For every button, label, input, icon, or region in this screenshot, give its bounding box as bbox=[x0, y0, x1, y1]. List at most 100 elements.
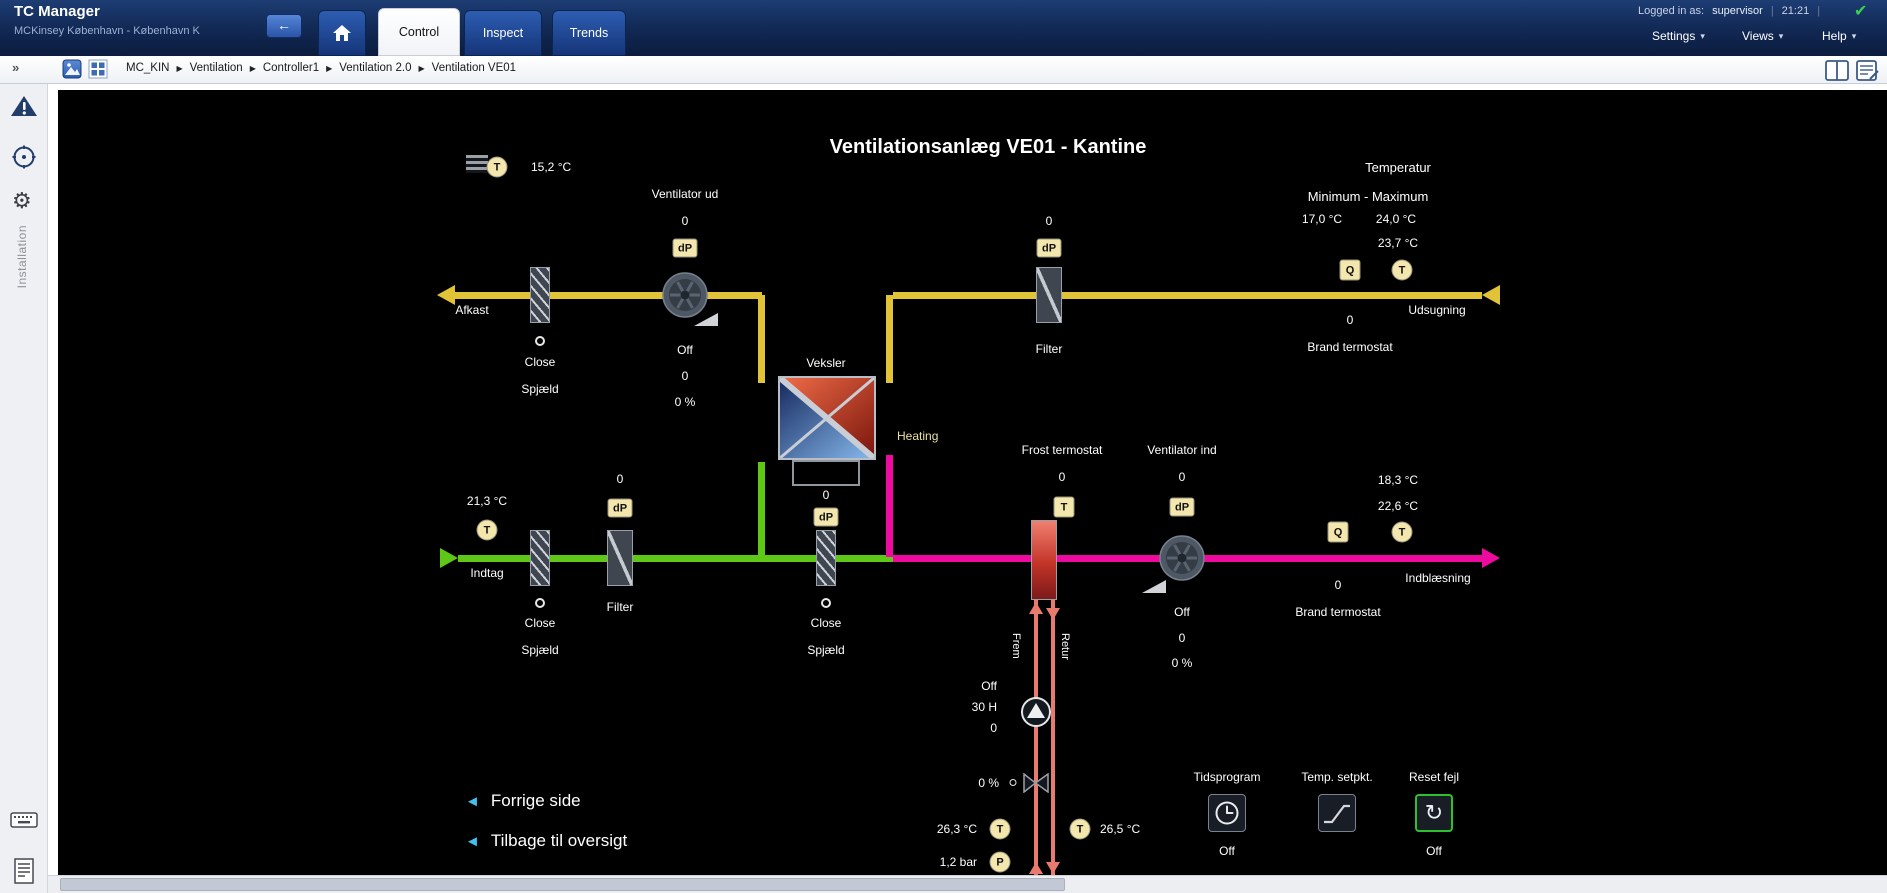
fire-thermostat-top-value: 0 bbox=[1346, 313, 1354, 327]
menu-views[interactable]: Views▾ bbox=[1742, 29, 1783, 43]
settings-gear-icon[interactable]: ⚙ bbox=[12, 188, 32, 213]
dp-badge: dP bbox=[813, 507, 839, 527]
grid-view-icon[interactable] bbox=[88, 59, 108, 79]
installation-label[interactable]: Installation bbox=[15, 225, 29, 289]
menu-settings[interactable]: Settings ▾ bbox=[1652, 29, 1705, 43]
menu-label: Settings bbox=[1652, 29, 1696, 43]
exhaust-duct bbox=[758, 295, 765, 383]
fan-out-percent: 0 % bbox=[674, 395, 696, 409]
breadcrumb-item[interactable]: Ventilation VE01 bbox=[431, 62, 517, 74]
breadcrumb-item[interactable]: Ventilation 2.0 bbox=[339, 62, 412, 74]
tab-trends[interactable]: Trends bbox=[552, 10, 626, 56]
filter-in-dp-value: 0 bbox=[616, 472, 624, 486]
outdoor-wall-icon bbox=[466, 155, 488, 173]
heating-coil bbox=[1031, 520, 1057, 600]
intake-arrow bbox=[440, 548, 458, 568]
menu-help[interactable]: Help▾ bbox=[1822, 29, 1856, 43]
fan-out-status: Off bbox=[677, 343, 693, 357]
exhaust-duct bbox=[893, 292, 1482, 299]
login-status: Logged in as: supervisor | 21:21 | bbox=[1638, 5, 1820, 17]
caret-down-icon: ▾ bbox=[1700, 30, 1705, 41]
back-to-overview-link[interactable]: ◄ Tilbage til oversigt bbox=[465, 831, 627, 851]
scrollbar-thumb[interactable] bbox=[60, 878, 1065, 891]
heating-return-temp: 26,5 °C bbox=[1100, 822, 1141, 836]
flow-up-arrow bbox=[1029, 862, 1043, 874]
t-badge: T bbox=[476, 519, 498, 541]
temp-setpoint-label: Temp. setpkt. bbox=[1301, 770, 1373, 784]
damper-status: Close bbox=[524, 616, 556, 630]
breadcrumb-item[interactable]: Ventilation bbox=[189, 62, 243, 74]
home-button[interactable] bbox=[318, 10, 366, 56]
breadcrumb-separator-icon: ▶ bbox=[418, 63, 425, 73]
fire-thermostat-top-label: Brand termostat bbox=[1307, 340, 1393, 354]
app-header: TC Manager MCKinsey København - Københav… bbox=[0, 0, 1887, 56]
status-check-icon: ✔ bbox=[1854, 3, 1868, 20]
tab-inspect[interactable]: Inspect bbox=[464, 10, 542, 56]
caret-down-icon: ▾ bbox=[1778, 30, 1784, 41]
divider: | bbox=[1817, 5, 1821, 17]
menu-label: Help bbox=[1822, 29, 1847, 43]
link-arrow-icon: ◄ bbox=[465, 792, 480, 810]
t-badge: T bbox=[1391, 259, 1413, 281]
keyboard-icon[interactable] bbox=[10, 812, 38, 833]
report-view-icon[interactable] bbox=[1854, 59, 1880, 82]
temperature-panel-title: Temperatur bbox=[1365, 160, 1431, 175]
back-arrow-icon: ← bbox=[277, 17, 291, 33]
tab-label: Control bbox=[398, 25, 440, 39]
exhaust-duct bbox=[886, 295, 893, 383]
intake-temp: 21,3 °C bbox=[466, 494, 508, 508]
alarm-icon[interactable] bbox=[10, 94, 38, 123]
exchanger-frame bbox=[792, 460, 860, 486]
schedule-clock-button[interactable] bbox=[1208, 794, 1246, 832]
expand-sidebar-icon[interactable]: » bbox=[12, 60, 20, 75]
fan-out-value: 0 bbox=[681, 369, 689, 383]
supply-duct bbox=[886, 455, 893, 557]
q-badge: Q bbox=[1327, 521, 1349, 543]
reset-icon: ↻ bbox=[1424, 800, 1444, 825]
breadcrumb-bar: » MC_KIN ▶ Ventilation ▶ Controller1 ▶ V… bbox=[0, 56, 1887, 84]
filter-out-dp-value: 0 bbox=[1045, 214, 1053, 228]
logbook-icon[interactable] bbox=[13, 858, 35, 889]
dp-badge: dP bbox=[1169, 497, 1195, 517]
image-view-icon[interactable] bbox=[62, 59, 82, 79]
pump-hours: 30 H bbox=[971, 700, 997, 714]
heating-supply-pipe bbox=[1034, 598, 1038, 882]
breadcrumb: MC_KIN ▶ Ventilation ▶ Controller1 ▶ Ven… bbox=[126, 62, 516, 74]
fan-out-label: Ventilator ud bbox=[651, 187, 719, 201]
reset-fault-button[interactable]: ↻ bbox=[1415, 794, 1453, 832]
retur-label: Retur bbox=[1059, 633, 1071, 660]
filter-out-label: Filter bbox=[1035, 342, 1063, 356]
tab-label: Inspect bbox=[482, 26, 524, 40]
fan-in-dp-value: 0 bbox=[1178, 470, 1186, 484]
valve-percent: 0 % bbox=[978, 776, 999, 790]
t-badge: T bbox=[1053, 496, 1075, 518]
supply-temp-max: 18,3 °C bbox=[1377, 473, 1419, 487]
damper-indicator-dot bbox=[535, 336, 545, 346]
split-view-icon[interactable] bbox=[1824, 59, 1850, 82]
tab-control[interactable]: Control bbox=[378, 8, 460, 56]
breadcrumb-item[interactable]: MC_KIN bbox=[126, 62, 170, 74]
temp-current: 23,7 °C bbox=[1377, 236, 1419, 250]
t-badge: T bbox=[1391, 521, 1413, 543]
navigate-icon[interactable] bbox=[11, 144, 37, 175]
diagram-title: Ventilationsanlæg VE01 - Kantine bbox=[829, 136, 1147, 158]
bypass-damper bbox=[816, 530, 836, 586]
intake-duct bbox=[458, 555, 894, 562]
tidsprogram-status: Off bbox=[1219, 844, 1235, 858]
fan-in-percent: 0 % bbox=[1171, 656, 1193, 670]
previous-page-link[interactable]: ◄ Forrige side bbox=[465, 791, 581, 811]
udsugning-label: Udsugning bbox=[1408, 303, 1466, 317]
afkast-label: Afkast bbox=[455, 303, 489, 317]
temp-min: 17,0 °C bbox=[1301, 212, 1343, 226]
fan-in-value: 0 bbox=[1178, 631, 1186, 645]
temp-setpoint-button[interactable] bbox=[1318, 794, 1356, 832]
exchanger-label: Veksler bbox=[806, 356, 846, 370]
breadcrumb-item[interactable]: Controller1 bbox=[262, 62, 320, 74]
reset-fejl-status: Off bbox=[1426, 844, 1442, 858]
divider: | bbox=[1770, 5, 1774, 17]
back-button[interactable]: ← bbox=[266, 14, 302, 38]
pump-icon bbox=[1020, 696, 1052, 733]
clock-time: 21:21 bbox=[1781, 5, 1810, 17]
damper-label: Spjæld bbox=[521, 643, 559, 657]
